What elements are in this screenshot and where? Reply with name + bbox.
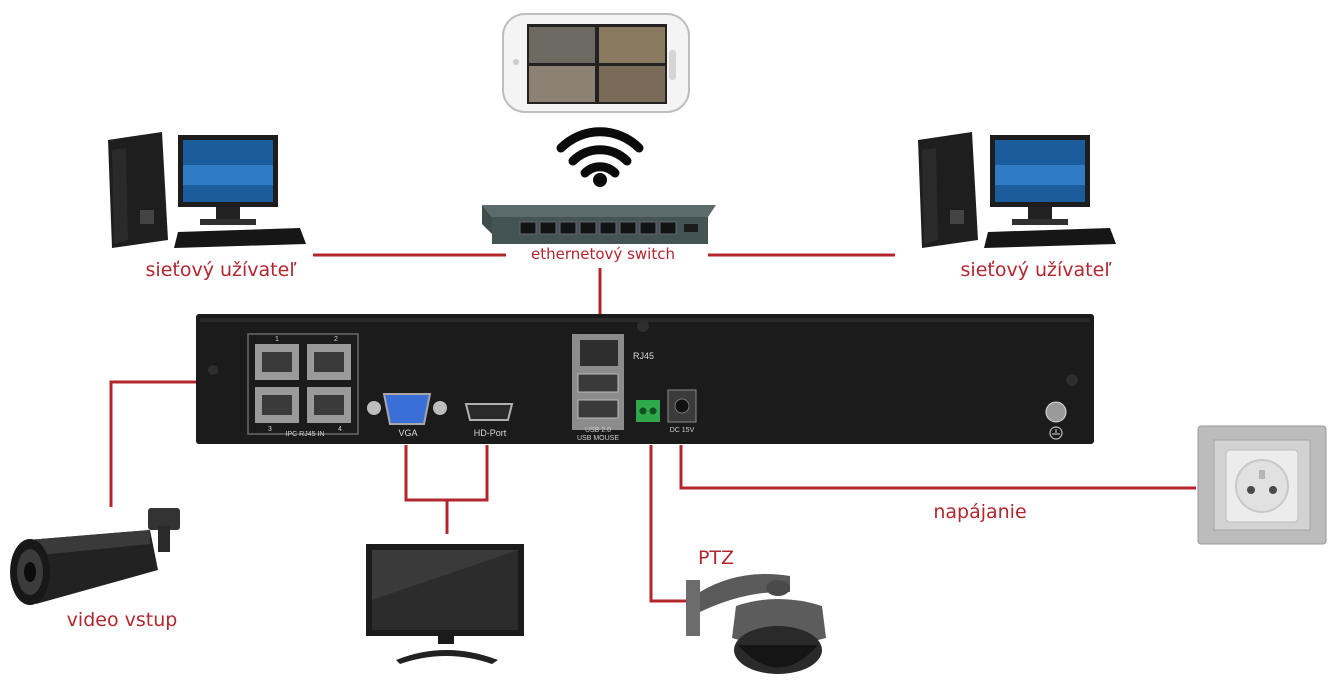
wifi-icon (556, 127, 644, 187)
power-socket (1197, 425, 1327, 545)
power-label: napájanie (933, 501, 1026, 523)
video-input-label: video vstup (67, 609, 178, 631)
ipc-port-3-number: 3 (268, 426, 272, 433)
ipc-rj45-label: IPC RJ45 IN (286, 431, 325, 438)
wire-ptz-nvr (649, 445, 690, 603)
ipc-port-2-number: 2 (334, 336, 338, 343)
vga-port (367, 393, 447, 425)
dc-power-jack (667, 389, 697, 423)
network-user-left-label: sieťový užívateľ (146, 259, 298, 281)
ethernet-switch-label: ethernetový switch (531, 245, 675, 263)
bullet-camera (10, 508, 180, 605)
ipc-rj45-ports (247, 333, 359, 435)
rj45-label: RJ45 (633, 351, 654, 361)
dc-label: DC 15V (670, 427, 695, 434)
hdmi-label: HD-Port (474, 428, 507, 438)
smartphone (502, 13, 690, 113)
terminal-block (636, 400, 660, 422)
computer-left (108, 132, 306, 248)
ipc-port-4-number: 4 (338, 426, 342, 433)
ptz-camera (686, 574, 826, 674)
nvr-recorder: 1 2 3 4 IPC RJ45 IN VGA HD-Port RJ45 USB… (196, 314, 1094, 444)
usb-label: USB 2.0 (585, 427, 611, 434)
lcd-monitor (366, 544, 524, 664)
ethernet-switch (482, 205, 716, 244)
computer-right (918, 132, 1116, 248)
hdmi-port (464, 403, 514, 421)
network-usb-ports (572, 334, 624, 430)
usb-mouse-label: USB MOUSE (577, 435, 619, 442)
ptz-label: PTZ (698, 547, 734, 569)
network-user-right-label: sieťový užívateľ (961, 259, 1113, 281)
ipc-port-1-number: 1 (275, 336, 279, 343)
wire-monitor-vga-hdmi (404, 445, 489, 502)
ground-screw-icon (1045, 401, 1067, 440)
vga-label: VGA (398, 428, 417, 438)
wire-power (679, 445, 1196, 490)
